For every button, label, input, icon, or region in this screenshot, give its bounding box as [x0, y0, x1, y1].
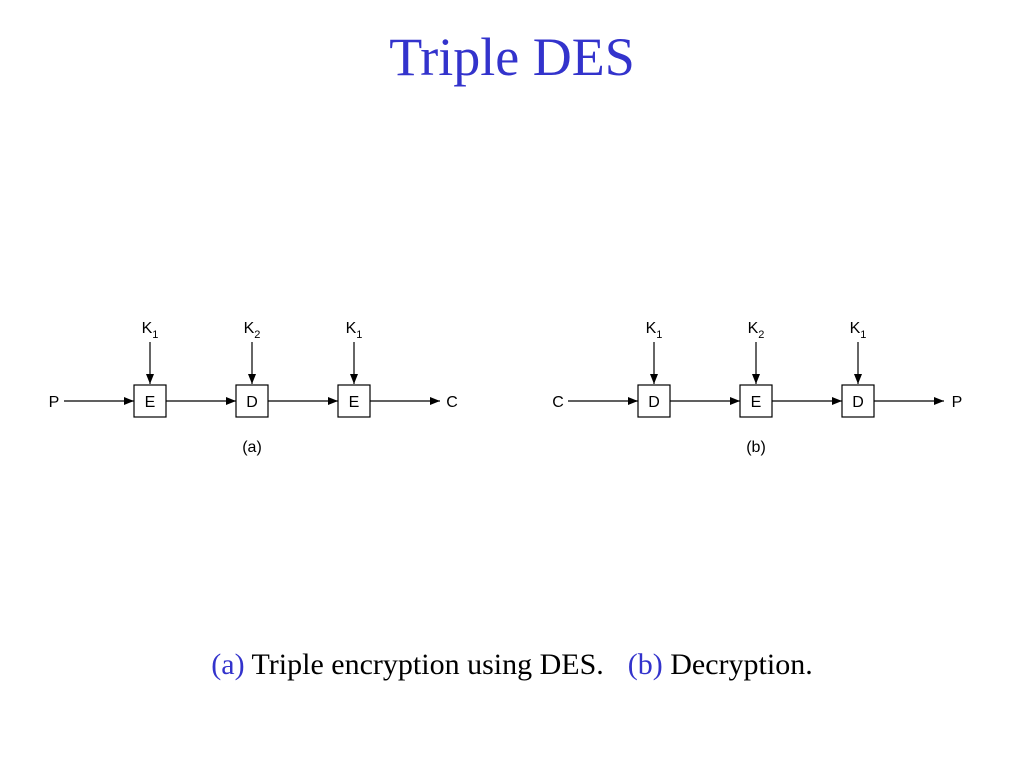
- slide-title: Triple DES: [389, 27, 635, 87]
- diagram-b-output: P: [952, 394, 963, 411]
- diagram-b-stage-1-key: K1: [646, 320, 663, 341]
- diagram-b-stage-1-op: D: [648, 394, 660, 411]
- diagram-a-stage-2-key: K2: [244, 320, 261, 341]
- caption-b-label: (b): [627, 648, 663, 681]
- slide-caption: (a) Triple encryption using DES. (b) Decr…: [0, 648, 1024, 681]
- caption-b-text: Decryption.: [662, 648, 813, 681]
- diagram-b: C K1 D K2 E K1 D P (b): [552, 320, 962, 456]
- diagram-a-stage-1-op: E: [145, 394, 156, 411]
- diagram-a-stage-2-op: D: [246, 394, 258, 411]
- diagram-a: P K1 E K2 D K1 E C (a): [49, 320, 458, 456]
- diagram-b-stage-2-op: E: [751, 394, 762, 411]
- diagram-b-input: C: [552, 394, 564, 411]
- caption-a-text: Triple encryption using DES.: [244, 648, 604, 681]
- diagram-a-stage-3-key: K1: [346, 320, 363, 341]
- diagram-a-stage-1-key: K1: [142, 320, 159, 341]
- caption-a-label: (a): [211, 648, 245, 681]
- diagram-a-input: P: [49, 394, 60, 411]
- diagram-a-output: C: [446, 394, 458, 411]
- diagram-a-stage-2-box: [235, 384, 269, 418]
- diagram-a-stage-1-box: [133, 384, 167, 418]
- diagram-b-stage-3-key: K1: [850, 320, 867, 341]
- diagram-a-stage-3-op: E: [349, 394, 360, 411]
- diagram-b-stage-3-op: D: [852, 394, 864, 411]
- diagram-a-stage-3-box: [337, 384, 371, 418]
- diagram-b-label: (b): [746, 439, 766, 456]
- diagram-b-stage-2-key: K2: [748, 320, 765, 341]
- diagram-a-label: (a): [242, 439, 262, 456]
